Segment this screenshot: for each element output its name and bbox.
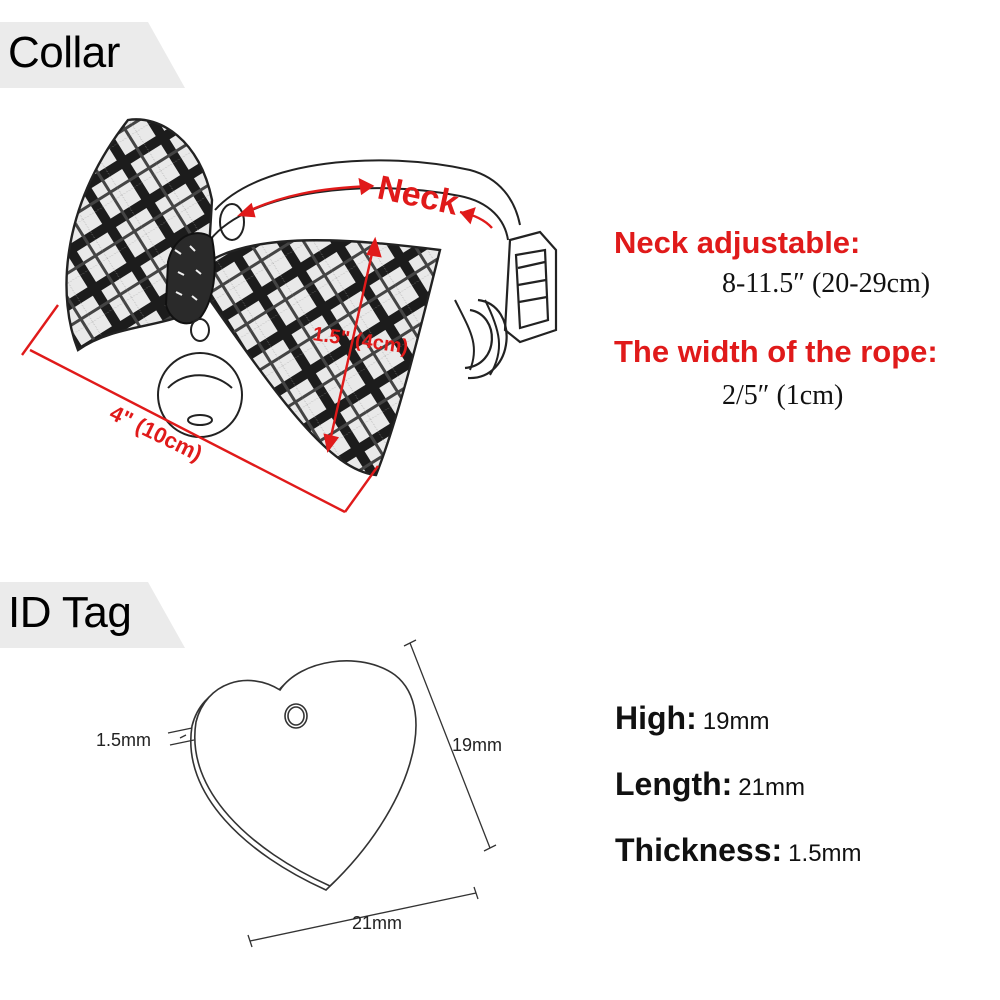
spec-row-thickness: Thickness:1.5mm [615,832,862,869]
spec-row-length: Length:21mm [615,766,805,803]
spec-value: 21mm [738,774,805,801]
spec-row-high: High:19mm [615,700,769,737]
neck-adjustable-label: Neck adjustable: [614,225,861,260]
spec-label: Thickness: [615,832,783,868]
idtag-section-tab: ID Tag [0,582,190,648]
thickness-dim-label: 1.5mm [96,730,152,750]
collar-section-tab: Collar [0,22,190,88]
neck-adjustable-value: 8-11.5″ (20-29cm) [722,268,931,299]
neck-annotation: Neck [374,169,461,223]
length-dim-label: 21mm [352,913,403,933]
bow-right-wing [206,239,442,477]
height-dim-label: 19mm [452,735,503,755]
heart-tag-icon [190,660,417,891]
ring-icon [219,203,245,241]
bow-length-dimension [21,304,379,514]
idtag-section-title: ID Tag [8,588,132,637]
tab-background [0,22,185,88]
collar-section-title: Collar [8,28,120,77]
collar-illustration: Neck 1.5" (4cm) 4" (10cm) [21,118,558,514]
rope-width-label: The width of the rope: [614,334,938,369]
bow-height-dimension [323,236,382,453]
spec-label: High: [615,700,697,736]
spec-label: Length: [615,766,733,802]
spec-value: 19mm [702,708,770,735]
thickness-dimension [167,727,195,746]
d-ring-icon [464,298,508,380]
spec-value: 1.5mm [788,840,862,867]
bell-icon [157,318,243,438]
bow-knot [164,232,216,325]
tab-background [0,582,185,648]
neck-dimension [237,177,493,229]
rope-width-value: 2/5″ (1cm) [722,380,844,411]
buckle-icon [503,230,558,344]
